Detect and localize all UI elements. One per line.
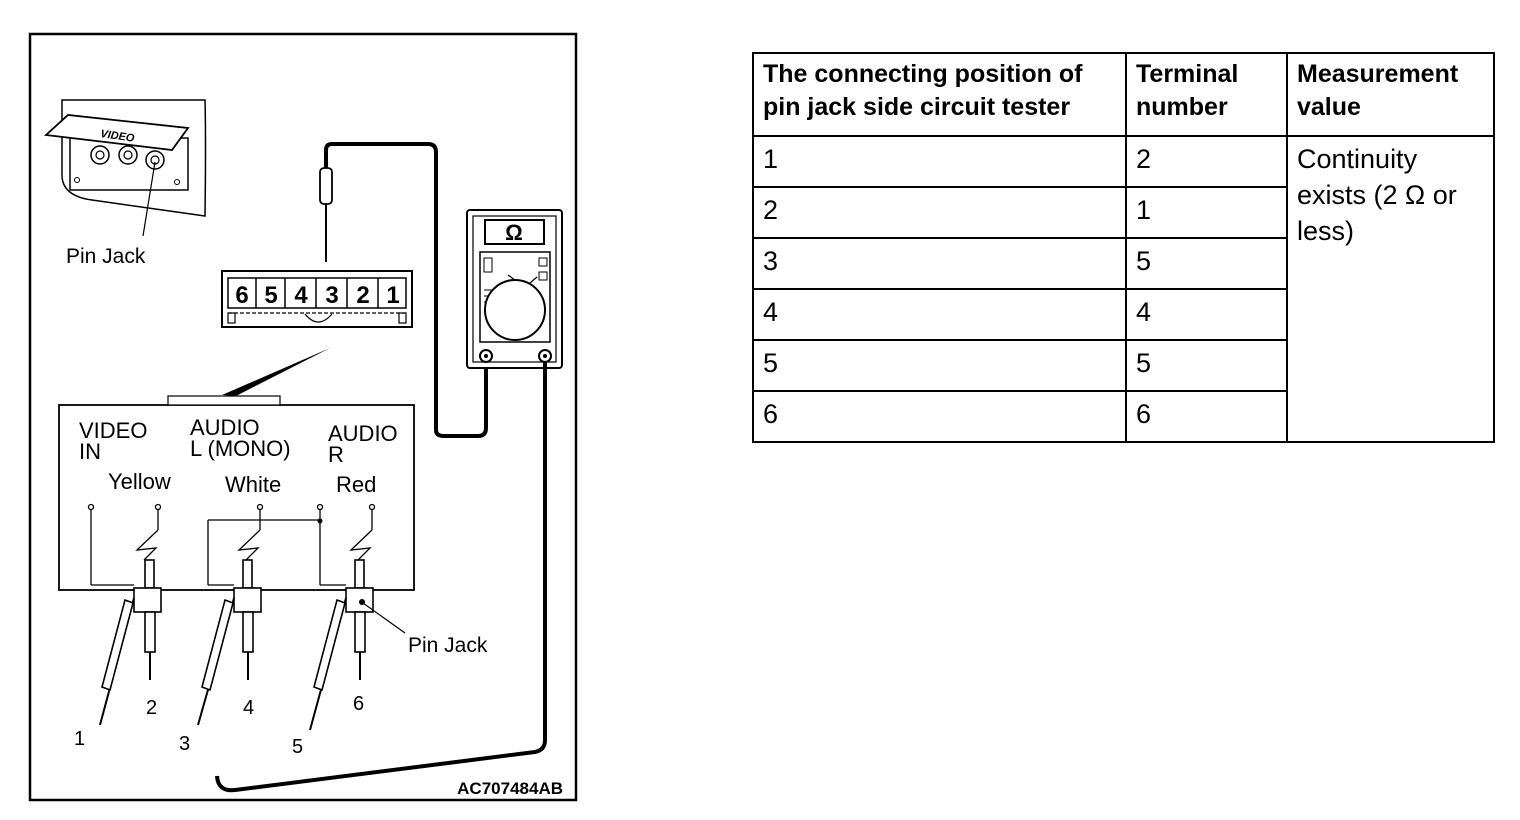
- header-connecting-position: The connecting position of pin jack side…: [752, 52, 1127, 137]
- cell-position: 3: [752, 237, 1127, 290]
- cell-terminal: 2: [1125, 135, 1288, 188]
- group-audio-r-line2: R: [328, 442, 344, 467]
- cell-position: 5: [752, 339, 1127, 392]
- pin-jack-leader: [142, 161, 156, 237]
- group-video-line1: VIDEO: [79, 418, 147, 443]
- connector-terminal-6: 6: [235, 282, 248, 309]
- table-row: 6 6: [752, 390, 1494, 443]
- figure-frame: [28, 32, 578, 802]
- connector-probe: [319, 142, 488, 438]
- cell-position: 2: [752, 186, 1127, 239]
- table-row: 4 4: [752, 288, 1494, 341]
- meter-lead: [215, 362, 547, 793]
- plug-yellow: [99, 559, 162, 726]
- probe-number-2: 2: [146, 697, 157, 719]
- cell-terminal: 4: [1125, 288, 1288, 341]
- probe-number-5: 5: [292, 736, 303, 758]
- cell-position: 6: [752, 390, 1127, 443]
- cell-terminal: 6: [1125, 390, 1288, 443]
- connector-terminal-5: 5: [264, 282, 277, 309]
- cell-measurement-value: Continuity exists (2 Ω or less): [1286, 135, 1495, 443]
- probe-number-4: 4: [243, 697, 254, 719]
- table-row: 3 5: [752, 237, 1494, 290]
- connector-terminal-2: 2: [356, 282, 369, 309]
- pin-jack-panel: VIDEO: [43, 99, 207, 237]
- connector-terminal-3: 3: [325, 282, 338, 309]
- cell-terminal: 5: [1125, 339, 1288, 392]
- ohmmeter: [466, 209, 563, 369]
- table-row: 1 2 Continuity exists (2 Ω or less): [752, 135, 1495, 443]
- cover-label: VIDEO: [100, 128, 136, 145]
- group-video-line2: IN: [79, 439, 101, 464]
- header-measurement-value: Measurement value: [1286, 52, 1495, 137]
- table-header-row: The connecting position of pin jack side…: [752, 52, 1495, 137]
- pin-jack-label-top: Pin Jack: [66, 245, 146, 268]
- cell-terminal: 1: [1125, 186, 1288, 239]
- cell-position: 4: [752, 288, 1127, 341]
- plug-red: [309, 559, 374, 731]
- group-audio-r-line1: AUDIO: [328, 421, 398, 446]
- cell-terminal: 5: [1125, 237, 1288, 290]
- table-row: 5 5: [752, 339, 1494, 392]
- pointer-wedge: [222, 348, 330, 396]
- header-terminal-number: Terminal number: [1125, 52, 1288, 137]
- ohm-symbol: Ω: [505, 220, 523, 245]
- jack-internal-wiring: [87, 503, 376, 586]
- probe-number-3: 3: [179, 733, 190, 755]
- plug-white: [197, 559, 262, 726]
- group-video-color: Yellow: [108, 469, 171, 494]
- figure-code: AC707484AB: [457, 779, 563, 798]
- wiring-diagram: VIDEO Pin Jack 6 5 4 3 2 1: [28, 32, 578, 802]
- group-audio-l-line2: L (MONO): [190, 436, 291, 461]
- continuity-spec-table: The connecting position of pin jack side…: [752, 52, 1495, 443]
- group-audio-r-color: Red: [336, 472, 376, 497]
- harness-connector: [221, 270, 413, 328]
- connector-terminal-4: 4: [294, 282, 308, 309]
- connector-terminal-1: 1: [386, 282, 399, 309]
- group-audio-l-line1: AUDIO: [190, 415, 260, 440]
- probe-number-1: 1: [74, 728, 85, 750]
- table-row: 2 1: [752, 186, 1494, 239]
- group-audio-l-color: White: [225, 472, 281, 497]
- cell-position: 1: [752, 135, 1127, 188]
- pin-jack-label-bottom: Pin Jack: [408, 634, 488, 657]
- pin-jack-bottom-leader: [362, 602, 406, 634]
- probe-number-6: 6: [353, 693, 364, 715]
